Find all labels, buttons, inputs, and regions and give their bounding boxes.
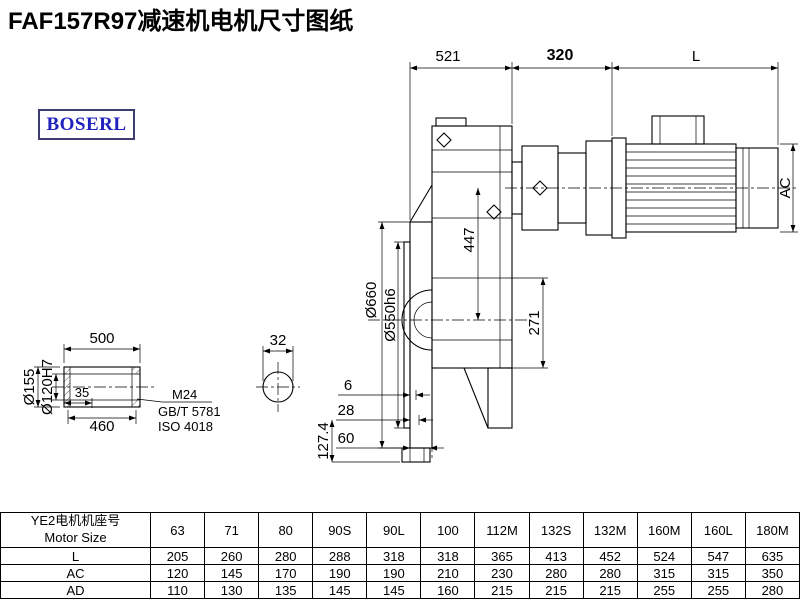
- label-iso-standard: ISO 4018: [158, 419, 213, 434]
- frame-size-column-header: 180M: [744, 512, 800, 548]
- dimension-cell: 315: [636, 564, 692, 582]
- motor-size-header-en: Motor Size: [44, 530, 107, 545]
- dimension-cell: 315: [690, 564, 746, 582]
- shaft-detail-view: 500 Ø155 Ø120H7 35 460 M24 GB/T 5781 ISO…: [21, 330, 221, 435]
- frame-size-column-header: 63: [149, 512, 206, 548]
- frame-size-column-header: 160L: [690, 512, 746, 548]
- dimension-cell: 255: [636, 581, 692, 599]
- dim-shaft-usable-length: 460: [89, 418, 114, 435]
- plug-icon: [532, 180, 548, 196]
- frame-size-column-header: 90S: [312, 512, 368, 548]
- dimension-cell: 413: [528, 547, 584, 565]
- dimension-cell: 190: [366, 564, 422, 582]
- frame-size-column-header: 132S: [528, 512, 584, 548]
- dim-center-height: 447: [461, 227, 478, 252]
- label-thread-spec: M24: [172, 387, 197, 402]
- frame-size-column-header: 90L: [366, 512, 422, 548]
- dimension-cell: 318: [366, 547, 422, 565]
- boserl-logo: BOSERL: [38, 109, 135, 140]
- dim-shaft-step: 35: [75, 385, 89, 400]
- dimension-cell: 280: [744, 581, 800, 599]
- foot-dimensions: 6 28 60 127.4: [315, 377, 444, 463]
- dimension-cell: 145: [366, 581, 422, 599]
- dimension-cell: 145: [312, 581, 368, 599]
- dim-adapter-length: 320: [547, 47, 574, 64]
- motor: [505, 115, 796, 239]
- dimension-cell: 145: [204, 564, 260, 582]
- top-dimensions: 521 320 L: [409, 47, 779, 220]
- dimension-cell: 260: [204, 547, 260, 565]
- motor-size-header-cn: YE2电机机座号: [30, 513, 121, 529]
- dimension-cell: 280: [528, 564, 584, 582]
- dim-foot-offset-1: 6: [344, 377, 352, 394]
- dimension-cell: 255: [690, 581, 746, 599]
- dimension-cell: 215: [474, 581, 530, 599]
- row-label: AD: [0, 581, 151, 599]
- output-flange: [403, 221, 433, 449]
- mounting-feet: [401, 367, 513, 463]
- gearbox-housing: [368, 117, 528, 458]
- flange-dimensions: Ø660 Ø550h6: [363, 221, 410, 449]
- dimension-cell: 280: [258, 547, 314, 565]
- dim-shaft-bore-diameter: Ø120H7: [39, 359, 56, 415]
- row-label: L: [0, 547, 151, 565]
- dimension-cell: 210: [420, 564, 476, 582]
- dimension-cell: 110: [149, 581, 206, 599]
- dim-foot-height: 127.4: [315, 422, 332, 460]
- dim-flange-to-base: 271: [526, 310, 543, 335]
- row-label: AC: [0, 564, 151, 582]
- dimension-cell: 230: [474, 564, 530, 582]
- oil-plug-icon: [436, 132, 452, 148]
- dimension-cell: 350: [744, 564, 800, 582]
- dimension-cell: 120: [149, 564, 206, 582]
- dim-foot-offset-2: 28: [338, 402, 355, 419]
- dim-shaft-outer-diameter: Ø155: [21, 369, 38, 406]
- dimension-cell: 288: [312, 547, 368, 565]
- dimension-cell: 135: [258, 581, 314, 599]
- flange-to-base-dimension: 271: [512, 277, 548, 369]
- dimension-cell: 170: [258, 564, 314, 582]
- dimension-cell: 215: [528, 581, 584, 599]
- dimension-cell: 547: [690, 547, 746, 565]
- dim-flange-diameter: Ø660: [363, 282, 380, 319]
- dim-spigot-diameter: Ø550h6: [382, 288, 399, 341]
- center-height-dimension: 447: [461, 188, 481, 320]
- frame-size-column-header: 71: [204, 512, 260, 548]
- frame-size-column-header: 112M: [474, 512, 530, 548]
- dim-foot-offset-3: 60: [338, 430, 355, 447]
- dim-total-length: 521: [435, 48, 460, 65]
- dimension-cell: 635: [744, 547, 800, 565]
- dimension-cell: 280: [582, 564, 638, 582]
- shaft-section-view: 32: [256, 332, 300, 412]
- frame-size-column-header: 100: [420, 512, 476, 548]
- oil-plug-icon: [486, 204, 502, 220]
- dimension-cell: 365: [474, 547, 530, 565]
- frame-size-column-header: 132M: [582, 512, 638, 548]
- dim-shaft-length: 500: [89, 330, 114, 347]
- label-bolt-standard: GB/T 5781: [158, 404, 221, 419]
- dimension-cell: 190: [312, 564, 368, 582]
- dimension-cell: 452: [582, 547, 638, 565]
- dimension-cell: 524: [636, 547, 692, 565]
- terminal-box: [651, 115, 705, 145]
- dimension-cell: 318: [420, 547, 476, 565]
- dimension-cell: 160: [420, 581, 476, 599]
- page-title: FAF157R97减速机电机尺寸图纸: [8, 8, 354, 35]
- frame-size-column-header: 80: [258, 512, 314, 548]
- dim-key-section: 32: [270, 332, 287, 349]
- dimension-cell: 205: [149, 547, 206, 565]
- dimension-cell: 215: [582, 581, 638, 599]
- frame-size-column-header: 160M: [636, 512, 692, 548]
- dim-motor-length: L: [692, 48, 700, 65]
- dimension-cell: 130: [204, 581, 260, 599]
- technical-drawing: 521 320 L AC Ø660: [21, 47, 798, 463]
- boserl-logo-text: BOSERL: [46, 113, 127, 135]
